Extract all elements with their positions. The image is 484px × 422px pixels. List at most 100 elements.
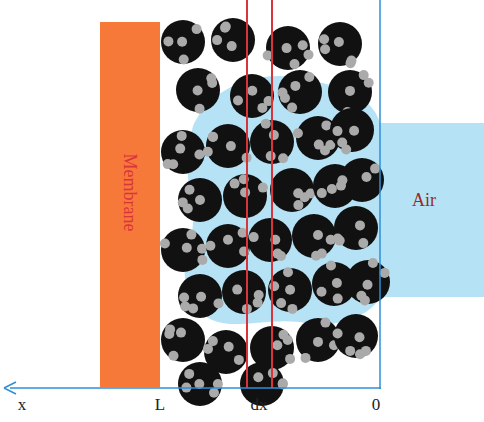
grey-dot — [175, 144, 185, 154]
grey-dot — [195, 195, 205, 205]
grey-dot — [178, 197, 188, 207]
grey-dot — [298, 40, 308, 50]
grey-dot — [192, 24, 202, 34]
grey-dot — [327, 184, 337, 194]
grey-dot — [269, 281, 279, 291]
axis-arrowhead — [4, 382, 16, 394]
grey-dot — [163, 159, 173, 169]
grey-dot — [287, 304, 297, 314]
grey-dot — [279, 330, 289, 340]
grey-dot — [332, 278, 342, 288]
particle — [178, 362, 222, 406]
grey-dot — [304, 72, 314, 82]
grey-dot — [269, 130, 279, 140]
grey-dot — [313, 337, 323, 347]
axis-label: 0 — [370, 395, 383, 415]
axis-label: dx — [249, 395, 270, 415]
grey-dot — [233, 96, 243, 106]
grey-dot — [368, 258, 378, 268]
grey-dot — [177, 37, 187, 47]
grey-dot — [186, 230, 196, 240]
grey-dot — [334, 37, 344, 47]
particle — [248, 218, 292, 262]
grey-dot — [290, 59, 300, 69]
grey-dot — [221, 22, 231, 32]
grey-dot — [169, 351, 179, 361]
grey-dot — [363, 280, 373, 290]
grey-dot — [247, 86, 257, 96]
grey-dot — [253, 372, 263, 382]
particle — [161, 318, 205, 362]
air-region-box: Air — [380, 123, 484, 297]
grey-dot — [345, 86, 355, 96]
grey-dot — [193, 86, 203, 96]
grey-dot — [321, 318, 331, 328]
grey-dot — [358, 238, 368, 248]
grey-dot — [177, 131, 187, 141]
grey-dot — [362, 172, 372, 182]
grey-dot — [209, 388, 219, 398]
grey-dot — [230, 179, 240, 189]
grey-dot — [227, 41, 237, 51]
slice-line — [246, 0, 248, 388]
grey-dot — [205, 241, 215, 251]
region-label: Membrane — [120, 153, 141, 231]
grey-dot — [347, 56, 357, 66]
grey-dot — [258, 183, 268, 193]
grey-dot — [333, 294, 343, 304]
grey-dot — [341, 145, 351, 155]
grey-dot — [290, 81, 300, 91]
particle — [222, 270, 266, 314]
particle — [334, 206, 378, 250]
grey-dot — [349, 126, 359, 136]
grey-dot — [184, 369, 194, 379]
particle — [328, 70, 372, 114]
grey-dot — [226, 141, 236, 151]
grey-dot — [266, 151, 276, 161]
grey-dot — [280, 93, 290, 103]
grey-dot — [293, 200, 303, 210]
grey-dot — [276, 298, 286, 308]
grey-dot — [287, 103, 297, 113]
grey-dot — [206, 73, 216, 83]
grey-dot — [317, 188, 327, 198]
grey-dot — [208, 132, 218, 142]
grey-dot — [282, 43, 292, 53]
particle — [223, 174, 267, 218]
grey-dot — [333, 329, 343, 339]
particle — [206, 224, 250, 268]
slice-line — [271, 0, 273, 388]
grey-dot — [301, 353, 311, 363]
grey-dot — [224, 342, 234, 352]
grey-dot — [321, 120, 331, 130]
grey-dot — [283, 267, 293, 277]
grey-dot — [364, 78, 374, 88]
particle — [318, 22, 362, 66]
grey-dot — [176, 328, 186, 338]
particle — [178, 178, 222, 222]
grey-dot — [317, 287, 327, 297]
region-label: Air — [412, 190, 436, 211]
grey-dot — [304, 50, 314, 60]
grey-dot — [214, 298, 224, 308]
particle — [278, 70, 322, 114]
grey-dot — [278, 378, 288, 388]
grey-dot — [164, 329, 174, 339]
grey-dot — [249, 232, 259, 242]
grey-dot — [223, 235, 233, 245]
grey-dot — [212, 35, 222, 45]
particle — [296, 318, 340, 362]
grey-dot — [285, 354, 295, 364]
grey-dot — [182, 243, 192, 253]
grey-dot — [355, 349, 365, 359]
grey-dot — [333, 234, 343, 244]
grey-dot — [311, 251, 321, 261]
grey-dot — [234, 355, 244, 365]
interface-line — [379, 0, 381, 389]
grey-dot — [160, 239, 170, 249]
air-region — [380, 123, 484, 297]
grey-dot — [337, 175, 347, 185]
grey-dot — [293, 128, 303, 138]
